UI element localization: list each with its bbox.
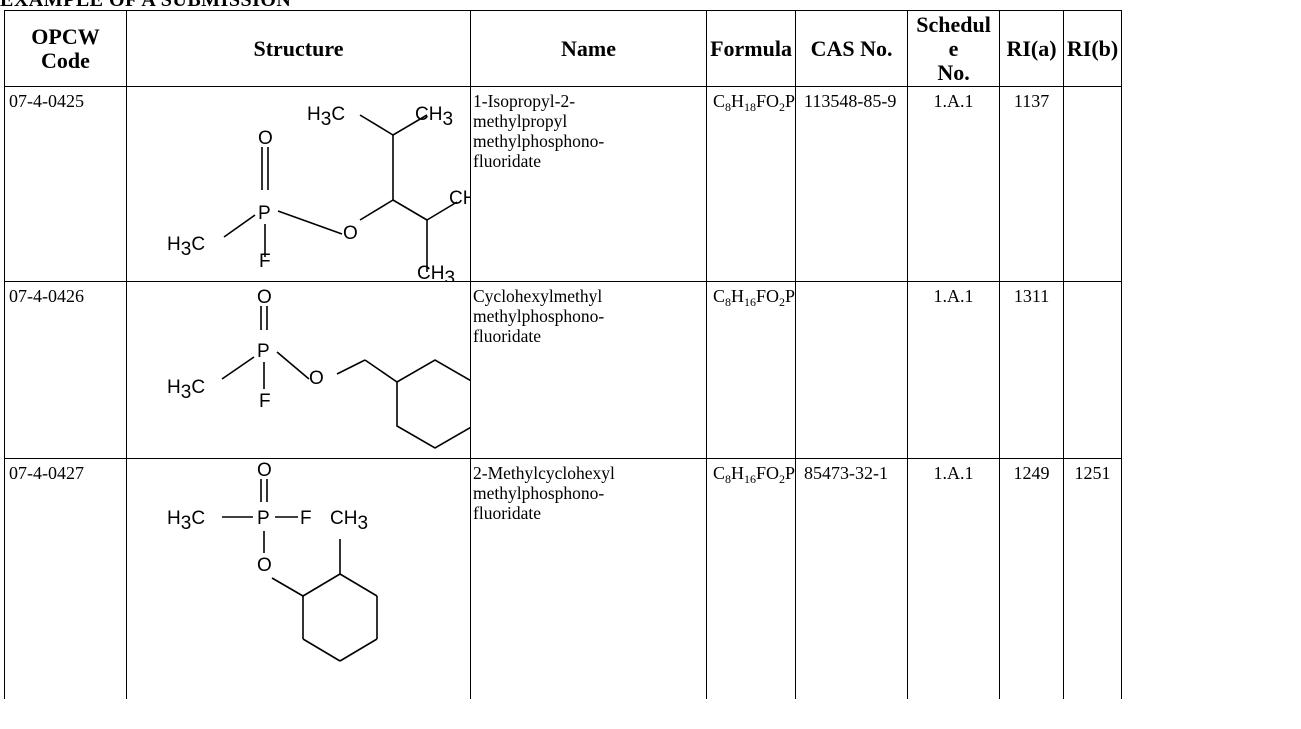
structure-diagram: O H3C P F CH3 O	[167, 460, 378, 662]
header-structure: Structure	[126, 10, 471, 87]
atom-label: CH3	[449, 188, 471, 214]
atom-label: O	[257, 555, 272, 576]
ri-a-value: 1311	[999, 281, 1065, 459]
formula: C8H16FO2P	[705, 458, 797, 699]
structure-cell: O H3C P F CH3 O	[126, 458, 471, 699]
structure-diagram: O P H3C O F	[167, 287, 471, 449]
atom-label: H3C	[307, 104, 345, 130]
atom-label: P	[258, 203, 271, 224]
cas-number: 113548-85-9	[795, 86, 909, 282]
header-ri-a: RI(a)	[999, 10, 1065, 87]
atom-label: F	[300, 508, 312, 529]
atom-label: CH3	[417, 263, 455, 282]
ri-a-value: 1249	[999, 458, 1065, 699]
atom-label: P	[257, 341, 270, 362]
atom-label: H3C	[167, 508, 205, 534]
atom-label: CH3	[330, 508, 368, 534]
cas-number	[795, 281, 909, 459]
schedule-number: 1.A.1	[907, 458, 1001, 699]
page-title: EXAMPLE OF A SUBMISSION	[0, 0, 292, 11]
header-cas: CAS No.	[795, 10, 909, 87]
atom-label: F	[259, 251, 271, 272]
atom-label: O	[309, 368, 324, 389]
header-ri-b: RI(b)	[1063, 10, 1123, 87]
atom-label: O	[258, 128, 273, 149]
opcw-code: 07-4-0425	[4, 86, 127, 282]
schedule-number: 1.A.1	[907, 86, 1001, 282]
ri-b-value	[1063, 281, 1123, 459]
structure-cell: H3C CH3 O P H3C O F CH3 CH3	[126, 86, 471, 282]
atom-label: H3C	[167, 234, 205, 260]
structure-diagram: H3C CH3 O P H3C O F CH3 CH3	[167, 104, 471, 282]
table-row: 07-4-0426 O P	[4, 281, 1123, 459]
atom-label: CH3	[415, 104, 453, 130]
formula: C8H18FO2P	[705, 86, 797, 282]
structure-cell: O P H3C O F	[126, 281, 471, 459]
ri-b-value: 1251	[1063, 458, 1123, 699]
atom-label: H3C	[167, 377, 205, 403]
table-row: 07-4-0427	[4, 458, 1123, 699]
formula: C8H16FO2P	[705, 281, 797, 459]
header-name: Name	[470, 10, 707, 87]
atom-label: F	[259, 391, 271, 412]
atom-label: O	[257, 460, 272, 481]
atom-label: P	[257, 508, 270, 529]
ri-b-value	[1063, 86, 1123, 282]
opcw-code: 07-4-0426	[4, 281, 127, 459]
atom-label: O	[257, 287, 272, 308]
atom-label: O	[343, 223, 358, 244]
schedule-number: 1.A.1	[907, 281, 1001, 459]
ri-a-value: 1137	[999, 86, 1065, 282]
cas-number: 85473-32-1	[795, 458, 909, 699]
header-formula: Formula	[705, 10, 797, 87]
opcw-code: 07-4-0427	[4, 458, 127, 699]
table-row: 07-4-0425	[4, 86, 1123, 282]
